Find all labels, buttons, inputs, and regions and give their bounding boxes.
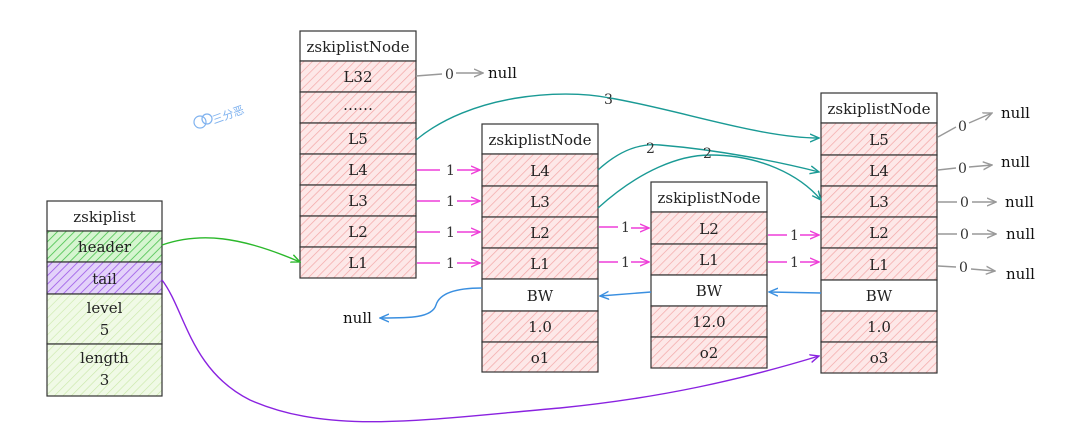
zskiplist-length-value: 3 — [100, 371, 110, 389]
node-3-level: L1 — [869, 256, 889, 274]
node3-null-arrows: 0 null 0 null 0 null 0 null 0 null — [937, 104, 1035, 283]
node-2-level: L1 — [699, 251, 719, 269]
header-to-node1-arrows: 1 1 1 1 — [417, 163, 480, 272]
node-1-backward: BW — [527, 287, 554, 305]
null-label: null — [1001, 153, 1030, 171]
node-1-level: L2 — [530, 224, 550, 242]
null-label: null — [1006, 265, 1035, 283]
node-2-title: zskiplistNode — [657, 189, 760, 207]
span-label: 3 — [604, 92, 613, 108]
node-1-title: zskiplistNode — [488, 131, 591, 149]
node-3-level: L3 — [869, 193, 889, 211]
node-1-level: L1 — [530, 255, 550, 273]
watermark-text: 三分恶 — [211, 103, 246, 127]
span-label: 1 — [446, 194, 455, 210]
node-3-level: L4 — [869, 162, 889, 180]
teal-span-arrows: 3 2 2 — [415, 92, 821, 209]
watermark-logo: 三分恶 — [193, 103, 246, 129]
null-label: null — [1005, 193, 1034, 211]
node-2-backward: BW — [696, 282, 723, 300]
header-pointer-arrow — [161, 237, 300, 262]
node-2-obj: o2 — [700, 344, 719, 362]
null-label: null — [1006, 225, 1035, 243]
node-3-obj: o3 — [870, 349, 889, 367]
zskiplist-level-label: level — [87, 299, 123, 317]
node-1-obj: o1 — [531, 349, 550, 367]
node-3: zskiplistNode L5 L4 L3 L2 L1 BW 1.0 o3 — [820, 92, 938, 374]
zskiplist-level-value: 5 — [100, 321, 110, 339]
header-node-level: L1 — [348, 254, 368, 272]
span-label: 1 — [790, 255, 799, 271]
node-1-level: L3 — [530, 193, 550, 211]
null-label: null — [343, 309, 372, 327]
header-node-level: …… — [343, 96, 373, 114]
span-label: 1 — [446, 225, 455, 241]
header-node: zskiplistNode L32 …… L5 L4 L3 L2 L1 — [299, 30, 417, 279]
span-label: 2 — [646, 141, 655, 157]
zskiplist-header: header — [78, 238, 132, 256]
span-label: 0 — [960, 195, 969, 211]
header-node-level: L2 — [348, 223, 368, 241]
zskiplist-length-label: length — [80, 349, 129, 367]
node-3-score: 1.0 — [867, 318, 891, 336]
node-2-score: 12.0 — [692, 313, 725, 331]
span-label: 1 — [621, 255, 630, 271]
backward-arrows: null — [343, 287, 822, 327]
header-node-level: L4 — [348, 161, 368, 179]
span-label: 0 — [958, 161, 967, 177]
span-label: 0 — [959, 260, 968, 276]
span-label: 1 — [446, 256, 455, 272]
node-3-backward: BW — [866, 287, 893, 305]
node-3-level: L5 — [869, 131, 889, 149]
span-label: 1 — [790, 228, 799, 244]
span-label: 1 — [446, 163, 455, 179]
node-3-title: zskiplistNode — [827, 100, 930, 118]
node-1-level: L4 — [530, 162, 550, 180]
node-2: zskiplistNode L2 L1 BW 12.0 o2 — [650, 181, 768, 369]
span-label: 0 — [958, 119, 967, 135]
node-1: zskiplistNode L4 L3 L2 L1 BW 1.0 o1 — [481, 123, 599, 373]
header-l32-null-arrow: 0 null — [415, 64, 517, 83]
header-node-title: zskiplistNode — [306, 38, 409, 56]
node-3-level: L2 — [869, 224, 889, 242]
node-1-score: 1.0 — [528, 318, 552, 336]
header-node-level: L32 — [343, 68, 372, 86]
null-label: null — [1001, 104, 1030, 122]
node-2-level: L2 — [699, 220, 719, 238]
zskiplist-title: zskiplist — [73, 208, 135, 226]
zskiplist-tail: tail — [92, 270, 117, 288]
null-label: null — [488, 64, 517, 82]
tail-pointer-arrow — [161, 279, 819, 423]
header-node-level: L5 — [348, 130, 368, 148]
zskiplist-struct: zskiplist header tail level 5 length 3 — [46, 200, 163, 397]
span-label: 1 — [621, 220, 630, 236]
span-label: 0 — [445, 67, 454, 83]
header-node-level: L3 — [348, 192, 368, 210]
node2-to-node3-arrows: 1 1 — [768, 228, 819, 271]
span-label: 2 — [703, 146, 712, 162]
span-label: 0 — [960, 227, 969, 243]
node1-to-node2-arrows: 1 1 — [599, 220, 649, 271]
